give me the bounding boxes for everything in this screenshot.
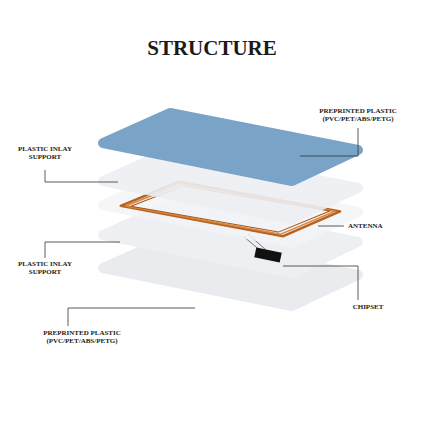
part-label: CHIPSET	[338, 303, 398, 311]
leader-line	[45, 242, 120, 258]
leader-lines	[45, 128, 358, 326]
part-label: PREPRINTED PLASTIC (PVC/PET/ABS/PETG)	[306, 107, 410, 123]
part-label: ANTENNA	[348, 222, 408, 230]
leader-line	[318, 226, 344, 227]
part-label: PLASTIC INLAY SUPPORT	[12, 145, 78, 161]
leader-line	[300, 128, 358, 156]
leader-line	[68, 308, 195, 326]
diagram-title: STRUCTURE	[0, 36, 424, 60]
part-label: PLASTIC INLAY SUPPORT	[12, 260, 78, 276]
part-label: PREPRINTED PLASTIC (PVC/PET/ABS/PETG)	[30, 329, 134, 345]
top-layer	[103, 113, 358, 181]
leader-line	[283, 266, 358, 300]
leader-line	[45, 170, 118, 182]
